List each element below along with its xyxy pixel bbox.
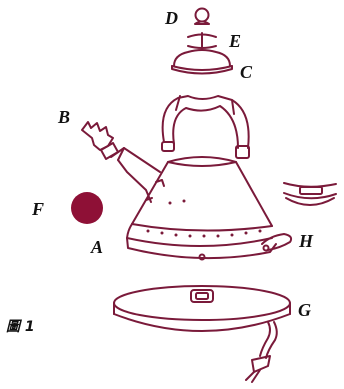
power-base — [113, 285, 291, 332]
lid — [171, 49, 233, 75]
kettle-body — [126, 156, 277, 261]
label-f: F — [31, 199, 44, 219]
whistle — [81, 121, 119, 160]
handle — [161, 95, 250, 159]
label-g: G — [298, 300, 311, 320]
label-b: B — [57, 107, 70, 127]
switch-detail-inset — [283, 182, 337, 206]
label-e: E — [228, 31, 241, 51]
spout — [110, 147, 161, 203]
power-cord — [245, 321, 278, 383]
label-d: D — [164, 8, 178, 28]
label-c: C — [240, 62, 253, 82]
body-perforations — [146, 199, 262, 238]
switch-lever — [261, 233, 293, 252]
figure-caption: 圖 1 — [6, 319, 35, 335]
lid-seal — [187, 32, 217, 49]
indicator-button — [71, 192, 103, 224]
label-a: A — [90, 237, 103, 257]
label-h: H — [298, 231, 314, 251]
lid-knob — [194, 7, 210, 25]
